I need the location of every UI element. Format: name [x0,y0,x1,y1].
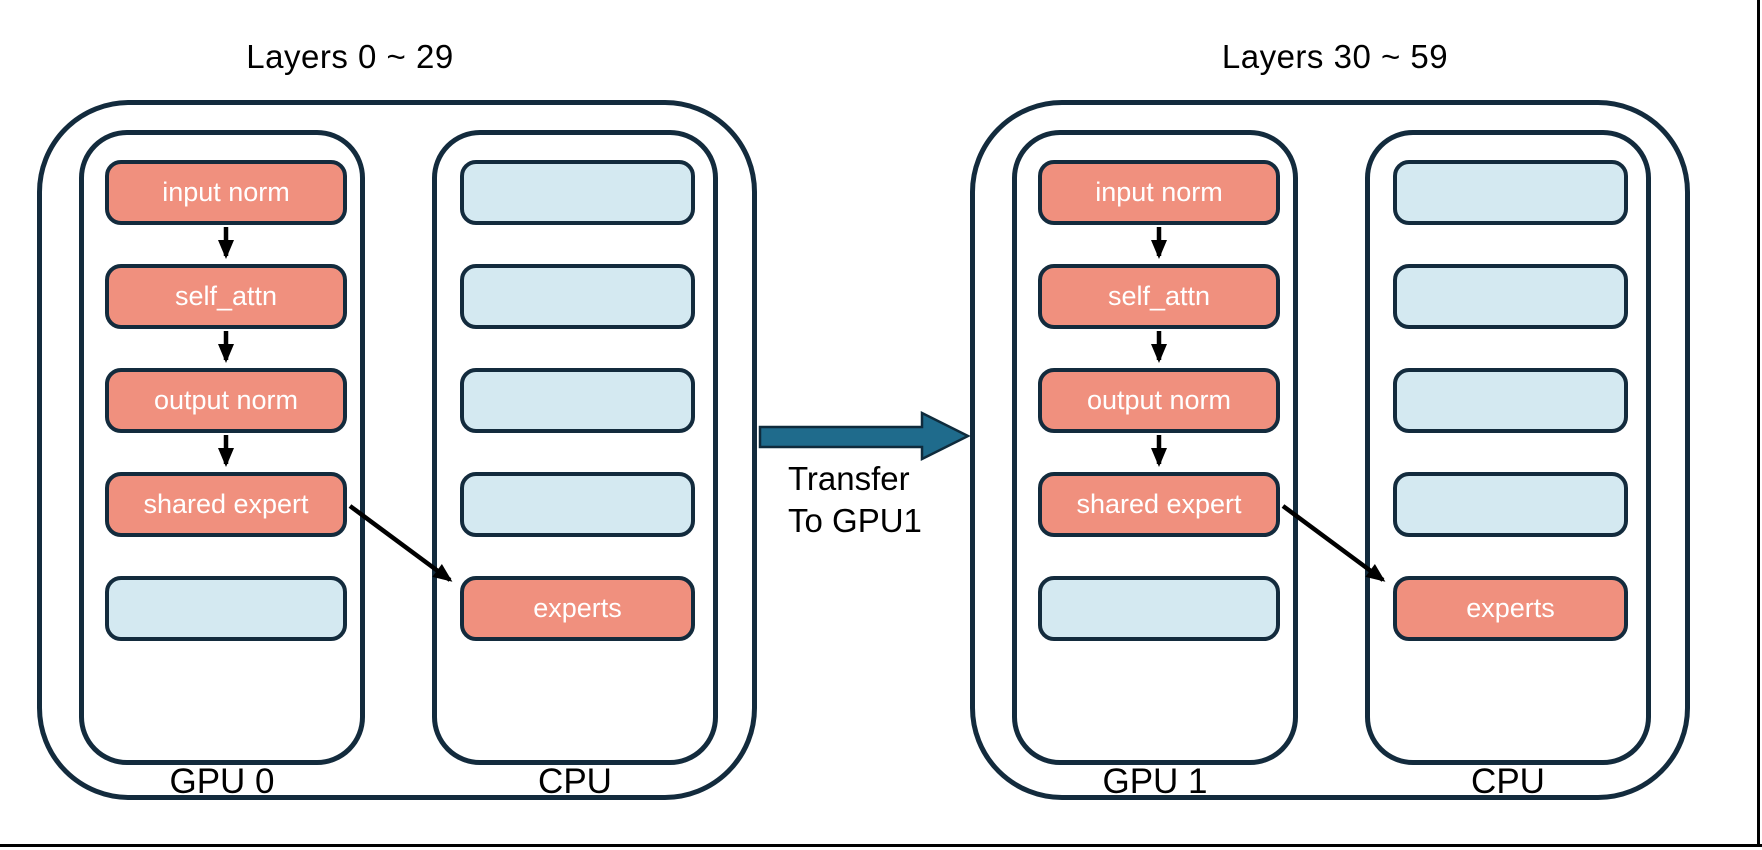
empty-slot [460,472,695,537]
layer-box-experts: experts [460,576,695,641]
transfer-label-line2: To GPU1 [788,502,922,540]
gpu0-column [79,130,365,765]
group-title-layers-0-29: Layers 0 ~ 29 [246,38,454,75]
layer-box-shared-expert: shared expert [1038,472,1280,537]
transfer-arrow-label: Transfer To GPU1 [788,458,922,542]
empty-slot [1393,368,1628,433]
empty-slot [1038,576,1280,641]
window-edge-bottom [0,844,1762,847]
group-title-layers-30-59: Layers 30 ~ 59 [1221,38,1449,75]
empty-slot [1393,264,1628,329]
cpu0-column [432,130,718,765]
layer-box-input-norm: input norm [105,160,347,225]
cpu0-label: CPU [538,762,612,801]
cpu1-label: CPU [1471,762,1545,801]
empty-slot [460,368,695,433]
empty-slot [105,576,347,641]
transfer-label-line1: Transfer [788,460,910,497]
empty-slot [1393,160,1628,225]
cpu1-column [1365,130,1651,765]
gpu0-label: GPU 0 [169,762,275,801]
empty-slot [460,264,695,329]
empty-slot [1393,472,1628,537]
layer-box-input-norm: input norm [1038,160,1280,225]
layer-box-self-attn: self_attn [105,264,347,329]
empty-slot [460,160,695,225]
window-edge-right [1757,0,1760,847]
gpu1-column [1012,130,1298,765]
layer-box-self-attn: self_attn [1038,264,1280,329]
transfer-arrow [758,410,971,462]
layer-box-output-norm: output norm [105,368,347,433]
gpu1-label: GPU 1 [1102,762,1208,801]
layer-box-experts: experts [1393,576,1628,641]
layer-box-shared-expert: shared expert [105,472,347,537]
layer-box-output-norm: output norm [1038,368,1280,433]
